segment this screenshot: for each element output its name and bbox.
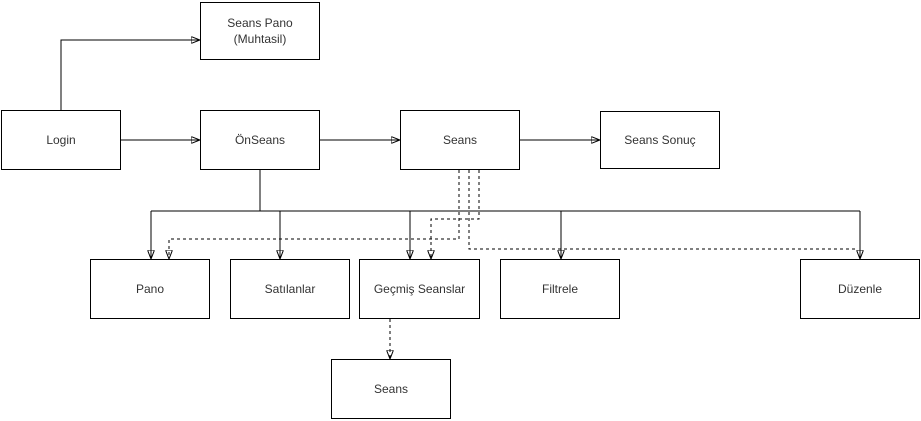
node-onseans[interactable]: ÖnSeans <box>200 110 320 170</box>
node-seans-detail[interactable]: Seans <box>331 359 451 419</box>
node-seans-sonuc[interactable]: Seans Sonuç <box>600 111 720 169</box>
node-label: Seans Sonuç <box>624 133 696 147</box>
node-pano[interactable]: Pano <box>90 259 210 319</box>
node-label: (Muhtasil) <box>233 32 287 46</box>
node-label: Satılanlar <box>264 282 316 296</box>
edge-login-to-seans-pano <box>60 40 200 110</box>
node-label: Login <box>46 133 76 147</box>
node-label: Pano <box>135 282 165 296</box>
node-label: Filtrele <box>541 282 578 296</box>
node-seans-pano-muhtasil[interactable]: Seans Pano (Muhtasil) <box>200 2 320 60</box>
edge-seans-to-gecmis-seanslar-dashed <box>431 170 480 259</box>
node-filtrele[interactable]: Filtrele <box>500 259 620 319</box>
node-label: Seans <box>442 133 478 147</box>
node-login[interactable]: Login <box>1 110 121 170</box>
node-duzenle[interactable]: Düzenle <box>800 259 920 319</box>
node-label: Geçmiş Seanslar <box>373 282 466 296</box>
node-label: Düzenle <box>837 282 883 296</box>
edge-seans-to-duzenle-dashed <box>468 170 858 250</box>
edge-seans-to-pano-dashed <box>169 170 460 259</box>
node-label: ÖnSeans <box>234 133 286 147</box>
node-gecmis-seanslar[interactable]: Geçmiş Seanslar <box>359 259 480 319</box>
node-seans[interactable]: Seans <box>400 110 520 170</box>
node-label: Seans Pano <box>227 16 293 30</box>
node-label: Seans <box>373 382 409 396</box>
node-satilanlar[interactable]: Satılanlar <box>230 259 350 319</box>
